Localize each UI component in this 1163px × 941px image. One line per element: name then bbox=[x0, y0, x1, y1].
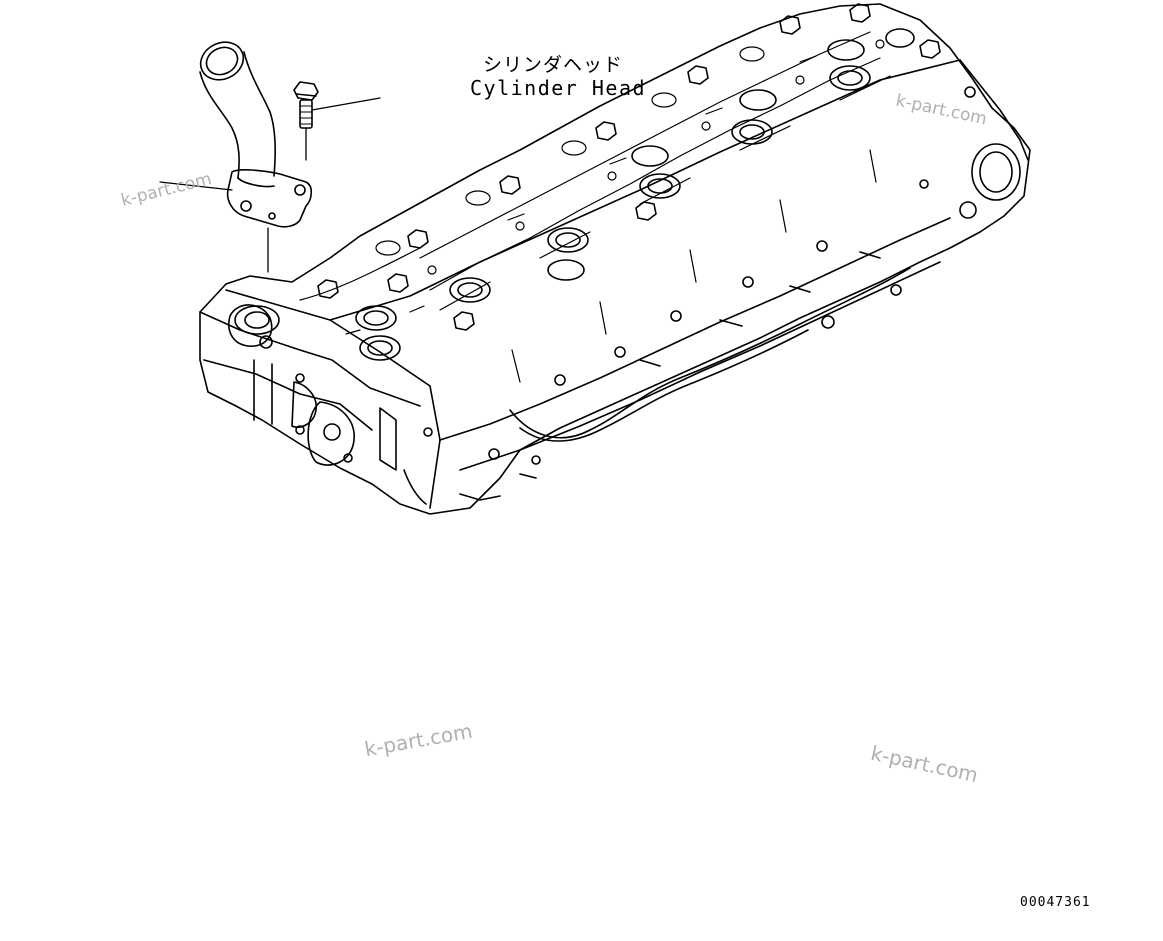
ribs-and-outlines bbox=[299, 31, 891, 383]
mounting-bolt bbox=[293, 81, 319, 129]
head-bolts bbox=[317, 3, 941, 331]
part-name-english: Cylinder Head bbox=[470, 76, 647, 100]
drawing-code: 00047361 bbox=[1020, 895, 1091, 910]
part-name-japanese: シリンダヘッド bbox=[483, 54, 624, 76]
water-outlet-pipe bbox=[199, 41, 313, 228]
leader-lines bbox=[159, 97, 381, 273]
